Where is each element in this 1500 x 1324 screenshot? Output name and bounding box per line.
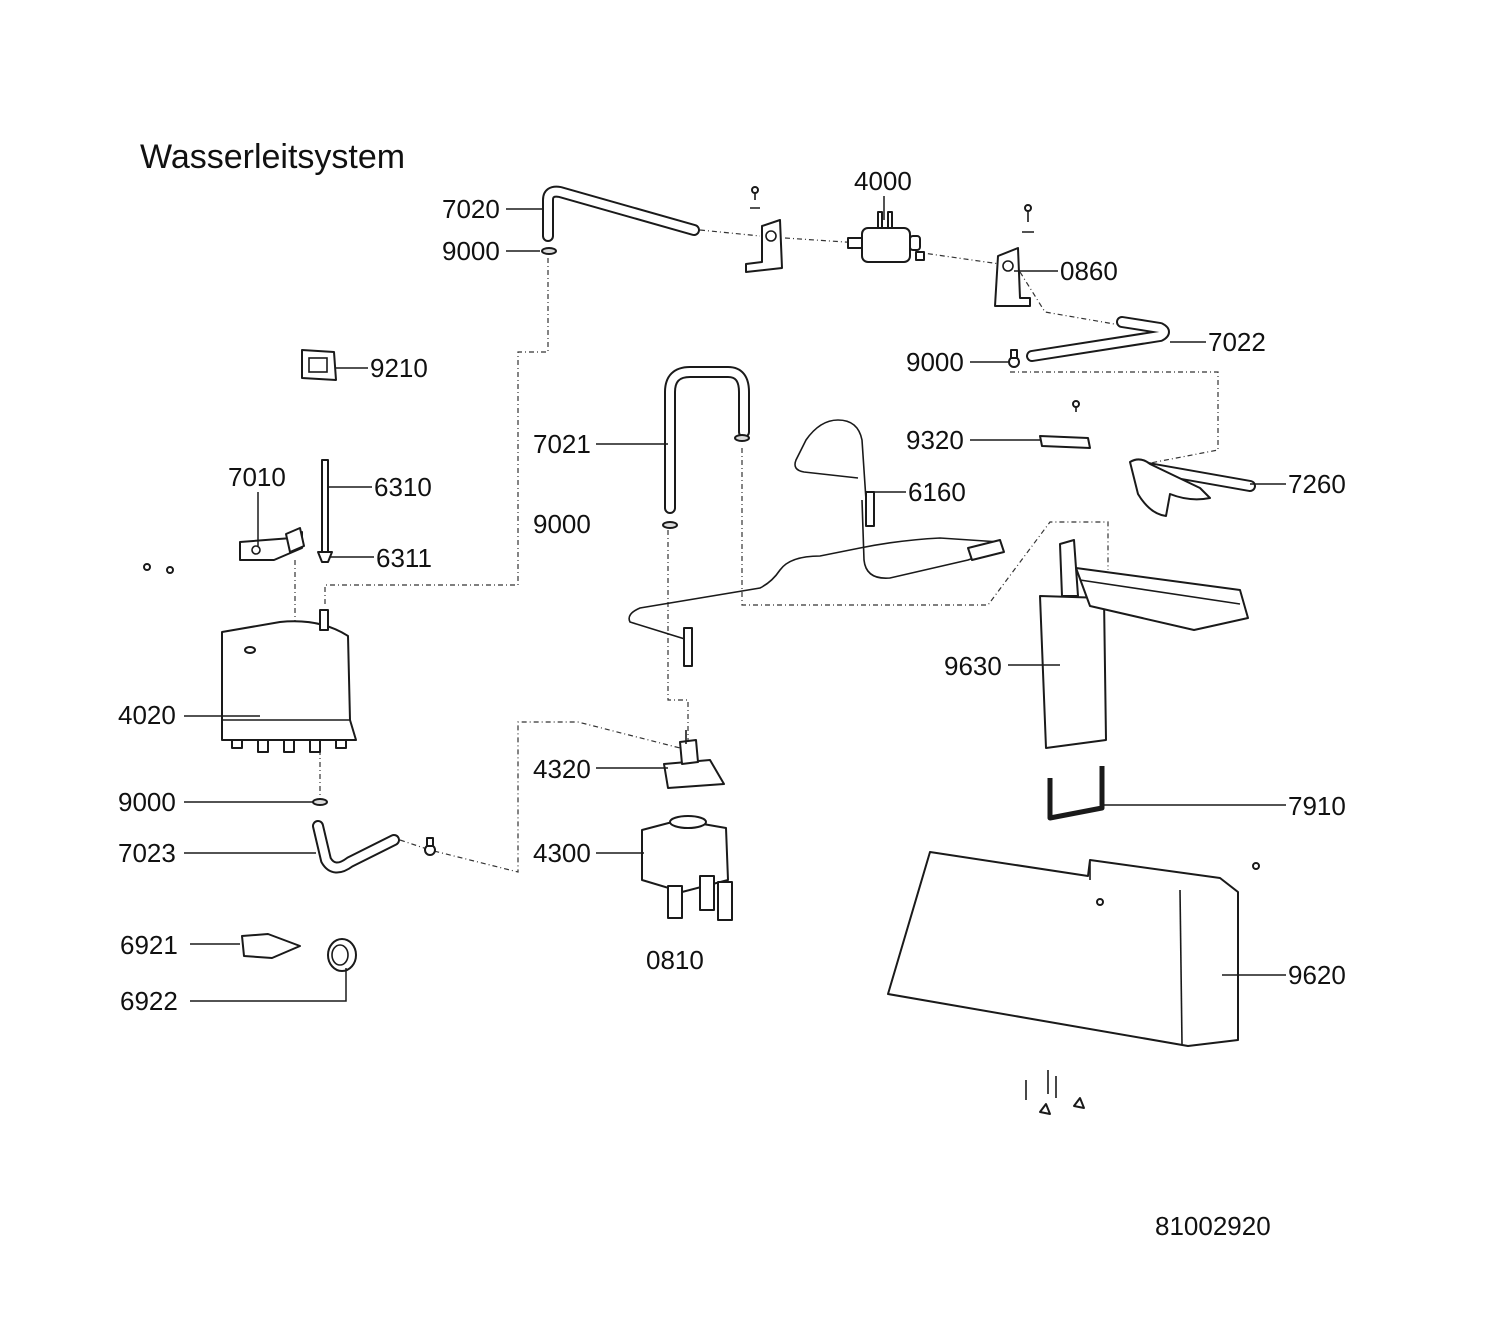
pump-4300 bbox=[641, 815, 733, 921]
callout-9000-middle: 9000 bbox=[533, 509, 591, 539]
callout-4020: 4020 bbox=[118, 700, 176, 730]
callout-9000-right: 9000 bbox=[906, 347, 964, 377]
callout-7910: 7910 bbox=[1288, 791, 1346, 821]
seal-6922 bbox=[327, 938, 357, 972]
callout-4300: 4300 bbox=[533, 838, 591, 868]
clamp-9000-u2 bbox=[662, 521, 678, 529]
callout-9620: 9620 bbox=[1288, 960, 1346, 990]
rod-6310 bbox=[321, 459, 329, 553]
callout-6160: 6160 bbox=[908, 477, 966, 507]
hose-7020 bbox=[542, 185, 700, 242]
callout-9000-tank: 9000 bbox=[118, 787, 176, 817]
callout-4000: 4000 bbox=[854, 166, 912, 196]
callout-6922: 6922 bbox=[120, 986, 178, 1016]
leader-lines bbox=[184, 196, 1286, 1002]
clamp-9000-top bbox=[541, 247, 557, 255]
bracket-7010 bbox=[239, 527, 305, 561]
callout-6921: 6921 bbox=[120, 930, 178, 960]
callout-4320: 4320 bbox=[533, 754, 591, 784]
hose-7023 bbox=[312, 820, 400, 874]
callout-6311: 6311 bbox=[376, 543, 432, 573]
diagram-title: Wasserleitsystem bbox=[140, 138, 405, 176]
screws-bottom bbox=[1025, 1070, 1085, 1115]
callout-6310: 6310 bbox=[374, 472, 432, 502]
cover-9620 bbox=[887, 851, 1260, 1047]
callout-7260: 7260 bbox=[1288, 469, 1346, 499]
callout-7022: 7022 bbox=[1208, 327, 1266, 357]
hose-7021 bbox=[664, 366, 750, 514]
callout-9000-top: 9000 bbox=[442, 236, 500, 266]
clip-9320 bbox=[1039, 400, 1091, 449]
pressure-switch-4320 bbox=[663, 730, 725, 789]
tank-4020 bbox=[221, 609, 357, 753]
callout-9630: 9630 bbox=[944, 651, 1002, 681]
hose-7022 bbox=[1026, 316, 1170, 362]
bracket-0860 bbox=[994, 204, 1034, 307]
clamp-9000-u1 bbox=[734, 434, 750, 442]
rod-7910 bbox=[1047, 766, 1105, 821]
callout-9210: 9210 bbox=[370, 353, 428, 383]
callout-0860: 0860 bbox=[1060, 256, 1118, 286]
nut-6311 bbox=[317, 551, 333, 563]
callout-0810: 0810 bbox=[646, 945, 704, 975]
panel-9630 bbox=[1039, 539, 1249, 749]
callout-labels: 7020 9000 4000 0860 7022 9000 9210 7021 … bbox=[118, 166, 1346, 1016]
sensor-cable-6160 bbox=[628, 419, 1005, 667]
arm-7260 bbox=[1129, 458, 1256, 517]
connection-paths bbox=[294, 229, 1219, 873]
plate-9210 bbox=[301, 349, 337, 381]
document-number: 81002920 bbox=[1155, 1211, 1271, 1241]
bracket-left bbox=[745, 186, 783, 273]
callout-7023: 7023 bbox=[118, 838, 176, 868]
plug-6921 bbox=[241, 933, 301, 959]
clamp-small bbox=[424, 837, 436, 856]
callout-7010: 7010 bbox=[228, 462, 286, 492]
callout-7021: 7021 bbox=[533, 429, 591, 459]
clamp-9000-right bbox=[1008, 349, 1020, 368]
callout-7020: 7020 bbox=[442, 194, 500, 224]
screws-left bbox=[143, 563, 174, 574]
valve-4000 bbox=[847, 211, 925, 263]
callout-9320: 9320 bbox=[906, 425, 964, 455]
clamp-9000-tank bbox=[312, 798, 328, 806]
